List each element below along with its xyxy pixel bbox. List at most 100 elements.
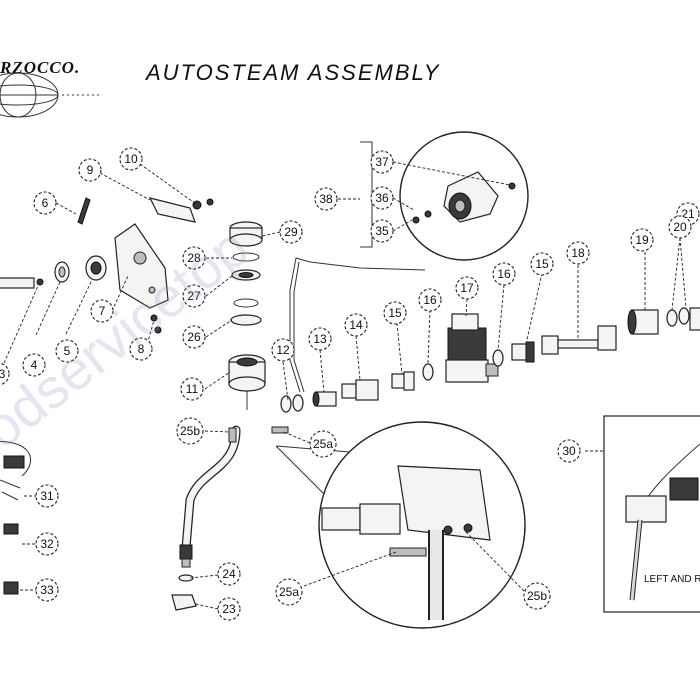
callout-8: 8 [129, 337, 153, 361]
part-25a-pin [271, 426, 289, 434]
callout-17: 17 [455, 276, 479, 300]
svg-text:15: 15 [388, 306, 402, 320]
callout-13: 13 [308, 327, 332, 351]
page-title: AUTOSTEAM ASSEMBLY [146, 60, 441, 85]
svg-text:38: 38 [319, 192, 333, 206]
svg-text:3: 3 [0, 367, 6, 381]
brand-globe-logo [0, 72, 100, 118]
svg-text:20: 20 [673, 220, 687, 234]
part-13-fitting [312, 391, 337, 407]
part-20-orings [666, 307, 690, 327]
svg-text:24: 24 [222, 567, 236, 581]
svg-text:13: 13 [313, 332, 327, 346]
part-15a-fitting [391, 371, 415, 391]
callout-29: 29 [279, 220, 303, 244]
svg-text:15: 15 [535, 257, 549, 271]
callout-25b-detail: 25b [523, 582, 551, 610]
callout-5: 5 [55, 339, 79, 363]
callout-33: 33 [35, 578, 59, 602]
svg-text:18: 18 [571, 246, 585, 260]
svg-text:36: 36 [375, 191, 389, 205]
callout-11: 11 [180, 377, 204, 401]
callout-32: 32 [35, 532, 59, 556]
svg-text:30: 30 [562, 444, 576, 458]
detail-wand-inset [275, 421, 526, 629]
part-16b-oring [492, 349, 504, 367]
svg-text:10: 10 [124, 152, 138, 166]
callout-10: 10 [119, 147, 143, 171]
part-17-solenoid-valve [445, 313, 499, 383]
part-19-coupling [627, 309, 659, 335]
part-4-washer [54, 261, 70, 283]
callout-12: 12 [271, 338, 295, 362]
callout-37: 37 [370, 150, 394, 174]
svg-text:8: 8 [138, 342, 145, 356]
part-27-seal [231, 269, 261, 281]
part-14-fitting [341, 379, 379, 401]
steam-wand [179, 425, 241, 568]
callout-18: 18 [566, 241, 590, 265]
left-inset-parts [0, 441, 36, 595]
callout-35: 35 [370, 219, 394, 243]
svg-text:4: 4 [31, 358, 38, 372]
callout-23: 23 [217, 597, 241, 621]
brand-logo-text: RZOCCO. [0, 58, 81, 77]
callout-9: 9 [78, 158, 102, 182]
callout-14: 14 [344, 313, 368, 337]
svg-text:37: 37 [375, 155, 389, 169]
detail-knob-inset [338, 131, 529, 261]
part-18-pipe [541, 325, 617, 355]
part-12-washers [280, 394, 304, 413]
callout-16a: 16 [418, 288, 442, 312]
callout-15a: 15 [383, 301, 407, 325]
svg-text:28: 28 [187, 251, 201, 265]
svg-text:6: 6 [42, 196, 49, 210]
callout-26: 26 [182, 325, 206, 349]
callout-15b: 15 [530, 252, 554, 276]
svg-text:25b: 25b [527, 589, 547, 603]
callout-27: 27 [182, 284, 206, 308]
svg-text:19: 19 [635, 233, 649, 247]
part-21-fitting [689, 307, 700, 331]
svg-text:7: 7 [99, 304, 106, 318]
svg-text:27: 27 [187, 289, 201, 303]
callout-25b-top: 25b [176, 417, 204, 445]
part-8-screws [150, 314, 162, 334]
part-25b-stud [228, 427, 237, 443]
part-28-oring [232, 252, 260, 262]
svg-text:33: 33 [40, 583, 54, 597]
part-5-nut [85, 255, 107, 281]
svg-text:9: 9 [87, 163, 94, 177]
svg-text:14: 14 [349, 318, 363, 332]
callout-19: 19 [630, 228, 654, 252]
callout-20: 20 [668, 215, 692, 239]
svg-text:35: 35 [375, 224, 389, 238]
callout-3: 3 [0, 362, 10, 386]
svg-text:16: 16 [423, 293, 437, 307]
svg-text:25a: 25a [279, 585, 299, 599]
part-29-cap [229, 221, 263, 247]
part-23-tip [171, 594, 197, 611]
part-16a-oring [422, 363, 434, 381]
svg-text:5: 5 [64, 344, 71, 358]
svg-text:16: 16 [497, 267, 511, 281]
part-11-body [228, 354, 266, 410]
svg-text:29: 29 [284, 225, 298, 239]
callout-31: 31 [35, 484, 59, 508]
svg-text:32: 32 [40, 537, 54, 551]
svg-text:12: 12 [276, 343, 290, 357]
part-6-pin [55, 197, 91, 225]
callout-36: 36 [370, 186, 394, 210]
part-26-ring [230, 298, 262, 326]
svg-text:11: 11 [186, 382, 199, 396]
inset-30-box [585, 415, 700, 613]
part-3-shaft [0, 277, 44, 289]
part-15b-fitting [511, 341, 535, 363]
part-10-screw [139, 163, 214, 210]
callout-30: 30 [557, 439, 581, 463]
part-7-mount-plate [114, 223, 169, 309]
part-9-bracket [99, 172, 196, 223]
svg-text:25b: 25b [180, 424, 200, 438]
svg-text:26: 26 [187, 330, 201, 344]
